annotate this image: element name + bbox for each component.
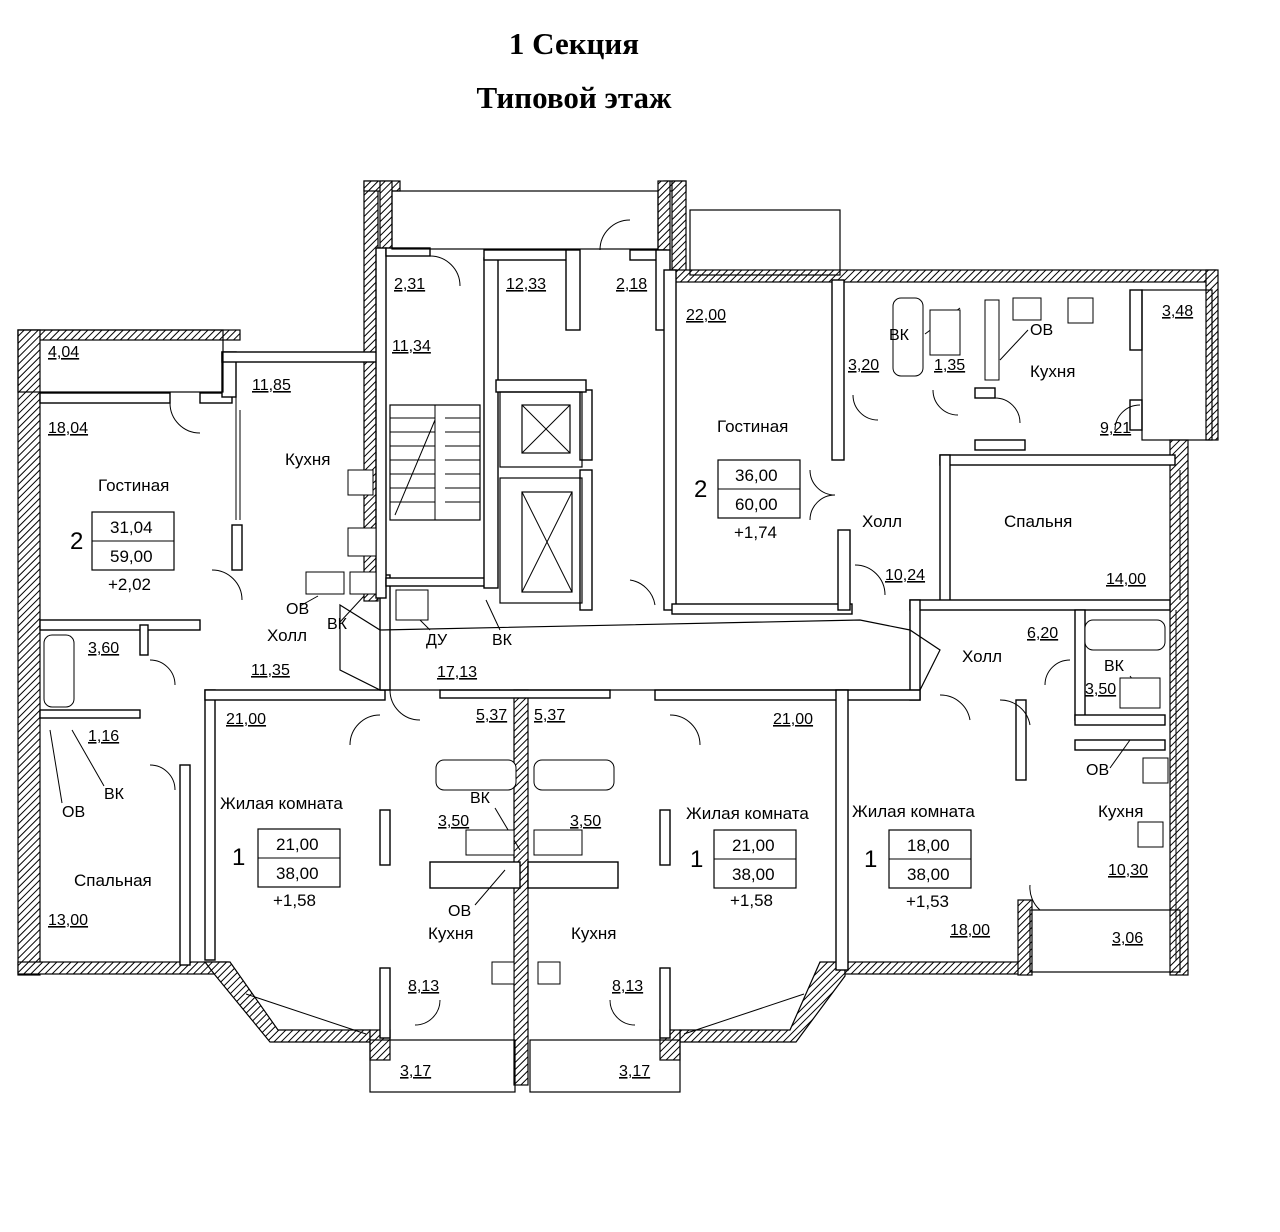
a-vk-label: ВК [104,786,125,803]
d1-room-area: 21,00 [226,711,266,728]
e-total-area: 38,00 [907,865,950,884]
b-kitchen-label: Кухня [1030,362,1076,381]
e-balcony-area: 3,06 [1112,930,1143,947]
interior-walls [39,247,1176,1039]
d2-total-area: 38,00 [732,865,775,884]
b-hall-area: 10,24 [885,567,925,584]
a-hall-label: Холл [267,626,307,645]
doors [149,219,1141,1026]
b-hall-label: Холл [862,512,902,531]
apartment-d2: 5,37 3,50 Кухня 8,13 3,17 21,00 Жилая ко… [533,707,813,1080]
b-ov-label: ОВ [1030,322,1053,339]
section-title: 1 Секция [508,26,640,61]
d-vk-label: ВК [470,790,491,807]
core: 2,31 11,34 12,33 2,18 17,13 ОВ ВК ДУ ВК [286,276,647,681]
d2-balcony-sum: +1,58 [730,891,773,910]
core-area-2-31: 2,31 [394,276,425,293]
b-kitchen-area: 9,21 [1100,420,1131,437]
d1-kitchen-label: Кухня [428,924,474,943]
core-ov-label: ОВ [286,601,309,618]
a-living-label: Гостиная [98,476,169,495]
a-ov-label: ОВ [62,804,85,821]
core-vk2-label: ВК [492,632,513,649]
e-hall-area: 6,20 [1027,625,1058,642]
b-living-total: 36,00 [735,466,778,485]
e-vk-label: ВК [1104,658,1125,675]
b-room-count: 2 [694,476,707,503]
d1-balcony-area: 3,17 [400,1063,431,1080]
a-total-area: 59,00 [110,547,153,566]
a-bedroom-label: Спальная [74,871,152,890]
e-kitchen-area: 10,30 [1108,862,1148,879]
d2-bath-area: 3,50 [570,813,601,830]
floor-title: Типовой этаж [476,80,672,115]
e-room-area: 18,00 [950,922,990,939]
a-living-area: 18,04 [48,420,88,437]
core-vk-label: ВК [327,616,348,633]
b-total-area: 60,00 [735,495,778,514]
a-living-total: 31,04 [110,518,153,537]
b-balcony-sum: +1,74 [734,523,777,542]
vestibule-area: 2,18 [616,276,647,293]
d2-room-label: Жилая комната [686,804,809,823]
d1-balcony-sum: +1,58 [273,891,316,910]
d1-bath-area: 3,50 [438,813,469,830]
d2-balcony-area: 3,17 [619,1063,650,1080]
a-kitchen-label: Кухня [285,450,331,469]
d1-hall-area: 5,37 [476,707,507,724]
lobby-area: 12,33 [506,276,546,293]
d2-kitchen-label: Кухня [571,924,617,943]
e-balcony-sum: +1,53 [906,892,949,911]
b-vk-label: ВК [889,327,910,344]
fixtures [43,297,1169,985]
stair-area: 11,34 [392,338,431,355]
d2-hall-area: 5,37 [534,707,565,724]
a-bedroom-area: 13,00 [48,912,88,929]
d1-room-label: Жилая комната [220,794,343,813]
e-living-total: 18,00 [907,836,950,855]
d2-living-total: 21,00 [732,836,775,855]
e-ov-label: ОВ [1086,762,1109,779]
a-balcony-sum: +2,02 [108,575,151,594]
d2-kitchen-area: 8,13 [612,978,643,995]
d2-room-count: 1 [690,846,703,873]
a-kitchen-area: 11,85 [252,377,291,394]
b-wc-area: 1,35 [934,357,965,374]
a-hall-area: 11,35 [251,662,290,679]
b-bedroom-area: 14,00 [1106,571,1146,588]
apartment-d1: 21,00 Жилая комната 1 21,00 38,00 +1,58 … [220,707,521,1080]
e-bath-area: 3,50 [1085,681,1116,698]
common-corridor [339,603,941,691]
du-label: ДУ [426,632,448,649]
balconies [17,190,1213,1093]
d2-room-area: 21,00 [773,711,813,728]
b-bedroom-label: Спальня [1004,512,1072,531]
d1-total-area: 38,00 [276,864,319,883]
b-living-area: 22,00 [686,307,726,324]
apartment-e: Холл 6,20 ВК 3,50 ОВ Кухня 10,30 3,06 18… [852,625,1161,947]
d1-living-total: 21,00 [276,835,319,854]
a-room-count: 2 [70,528,83,555]
b-living-label: Гостиная [717,417,788,436]
apartment-a: 4,04 18,04 Гостиная 11,85 Кухня 2 31,04 … [48,344,331,929]
a-bath-area: 3,60 [88,640,119,657]
corridor-area: 17,13 [437,664,477,681]
a-balcony-area: 4,04 [48,344,79,361]
d1-kitchen-area: 8,13 [408,978,439,995]
d1-room-count: 1 [232,844,245,871]
a-wc-area: 1,16 [88,728,119,745]
b-balcony-area: 3,48 [1162,303,1193,320]
e-kitchen-label: Кухня [1098,802,1144,821]
apartment-b: 22,00 Гостиная 2 36,00 60,00 +1,74 3,20 … [686,299,1193,588]
e-room-count: 1 [864,846,877,873]
elevators [499,391,583,604]
d-ov-label: ОВ [448,903,471,920]
e-room-label: Жилая комната [852,802,975,821]
staircase [389,404,481,521]
b-bath-area: 3,20 [848,357,879,374]
e-hall-label: Холл [962,647,1002,666]
